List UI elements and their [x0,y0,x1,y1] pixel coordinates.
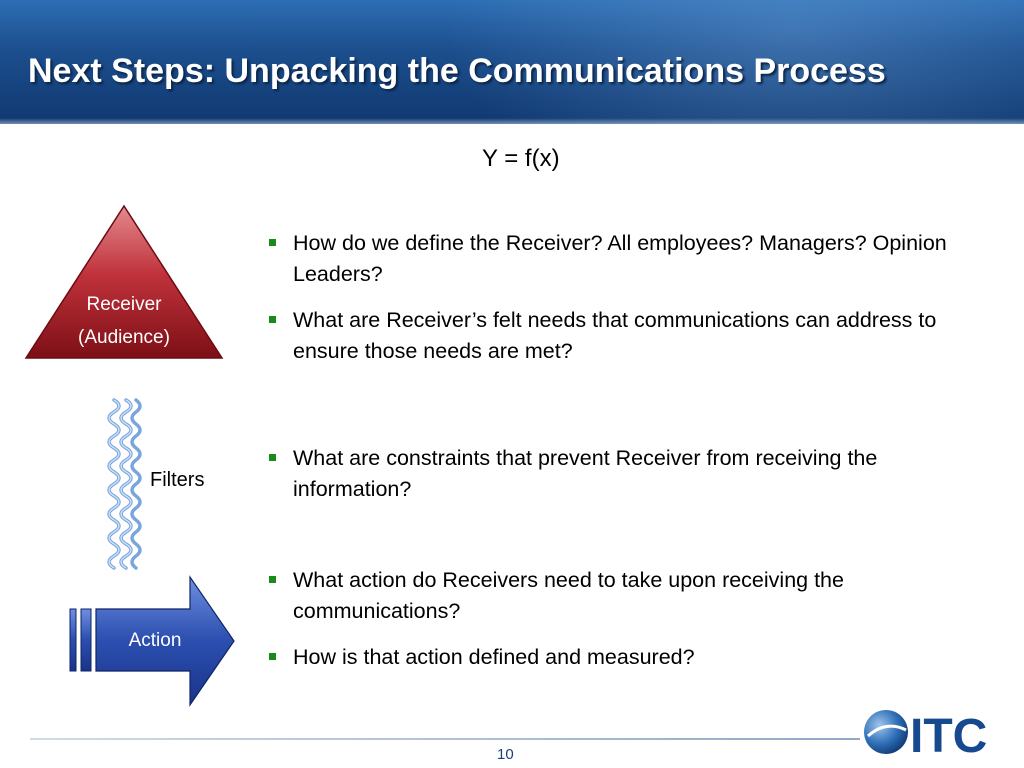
bullet-square-icon [269,316,276,323]
action-label: Action [128,630,182,651]
bullet-square-icon [269,576,276,583]
list-item: What are constraints that prevent Receiv… [266,443,966,505]
filters-label: Filters [150,469,205,491]
action-questions: What action do Receivers need to take up… [266,565,966,688]
bullet-square-icon [269,454,276,461]
receiver-triangle: Receiver (Audience) [24,204,224,360]
title-bar: Next Steps: Unpacking the Communications… [0,0,1024,124]
logo-text: ITC [910,710,987,758]
bullet-square-icon [269,653,276,660]
receiver-label: Receiver [86,294,162,315]
bullet-square-icon [269,239,276,246]
filter-questions: What are constraints that prevent Receiv… [266,443,966,520]
page-number: 10 [497,746,514,763]
receiver-questions: How do we define the Receiver? All emplo… [266,228,966,382]
list-item: What are Receiver’s felt needs that comm… [266,305,966,367]
formula: Y = f(x) [482,145,560,172]
audience-label: (Audience) [78,327,170,348]
footer-divider [30,738,860,740]
list-item: How do we define the Receiver? All emplo… [266,228,966,290]
list-item: What action do Receivers need to take up… [266,565,966,627]
list-item: How is that action defined and measured? [266,642,966,673]
itc-logo: ITC [862,706,1012,763]
title-bar-glow [444,0,1024,124]
filter-coils [104,396,146,574]
slide-title: Next Steps: Unpacking the Communications… [28,52,886,90]
action-arrow: Action [68,575,236,707]
